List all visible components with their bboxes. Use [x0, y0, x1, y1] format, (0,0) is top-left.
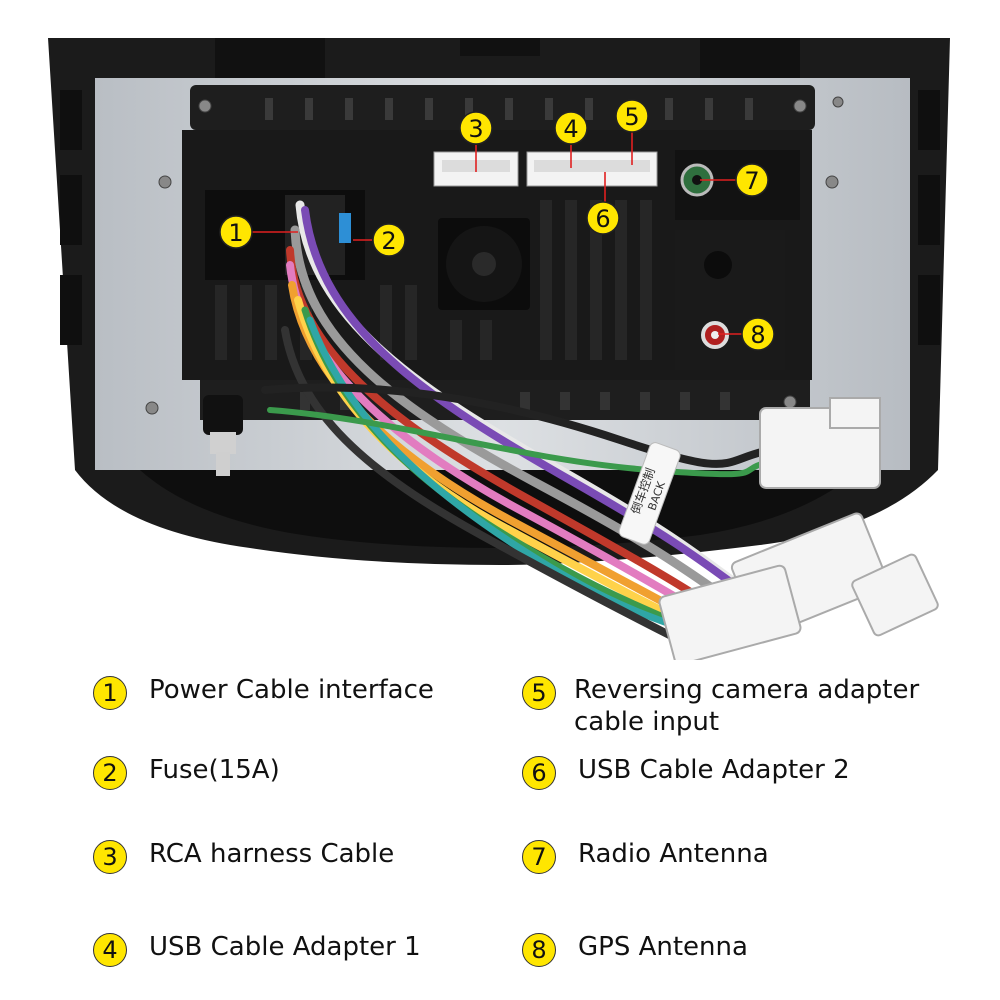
legend-number-badge: 1: [93, 676, 127, 710]
legend-item-6: 6 USB Cable Adapter 2: [522, 754, 942, 790]
callout-badge-7: 7: [735, 163, 769, 197]
fuse: [339, 213, 351, 243]
legend-number-badge: 5: [522, 676, 556, 710]
callout-number: 4: [563, 115, 578, 143]
bezel-lower-lip: [140, 470, 860, 548]
legend-label: Reversing camera adapter cable input: [574, 675, 920, 737]
legend-number-badge: 3: [93, 840, 127, 874]
callout-leaders: [252, 132, 742, 335]
callout-number: 7: [744, 167, 759, 195]
legend-label: GPS Antenna: [578, 932, 748, 962]
legend-item-4: 4 USB Cable Adapter 1: [93, 931, 473, 967]
harness-connectors: [658, 397, 939, 660]
wire-harness: [261, 200, 774, 652]
callout-number: 8: [750, 321, 765, 349]
callout-badge-5: 5: [615, 99, 649, 133]
legend-label: USB Cable Adapter 2: [578, 755, 850, 785]
callout-badge-6: 6: [586, 201, 620, 235]
legend-label: Fuse(15A): [149, 755, 280, 785]
legend-number-badge: 7: [522, 840, 556, 874]
callout-number: 2: [381, 227, 396, 255]
legend-item-1: 1 Power Cable interface: [93, 674, 473, 710]
legend-label: RCA harness Cable: [149, 839, 395, 869]
legend-item-8: 8 GPS Antenna: [522, 931, 942, 967]
legend-item-5: 5 Reversing camera adapter cable input: [522, 674, 942, 738]
legend-number-badge: 2: [93, 756, 127, 790]
legend-label: Radio Antenna: [578, 839, 769, 869]
callout-number: 1: [228, 219, 243, 247]
callout-badge-2: 2: [372, 223, 406, 257]
callout-number: 5: [624, 103, 639, 131]
legend-item-2: 2 Fuse(15A): [93, 754, 473, 790]
callout-badge-1: 1: [219, 215, 253, 249]
legend-item-3: 3 RCA harness Cable: [93, 838, 473, 874]
callout-number: 6: [595, 205, 610, 233]
legend-label: USB Cable Adapter 1: [149, 932, 421, 962]
callout-badge-8: 8: [741, 317, 775, 351]
usb-socket: [526, 151, 658, 187]
gps-antenna-jack: [701, 321, 729, 349]
legend-number-badge: 4: [93, 933, 127, 967]
legend-number-badge: 8: [522, 933, 556, 967]
callout-number: 3: [468, 115, 483, 143]
legend-item-7: 7 Radio Antenna: [522, 838, 942, 874]
head-unit-chassis: [182, 85, 815, 420]
photo-callouts: 1 2 3 4 5 6 7 8: [219, 99, 775, 351]
callout-badge-4: 4: [554, 111, 588, 145]
rca-plug: [203, 395, 243, 476]
legend-label: Power Cable interface: [149, 675, 434, 705]
callout-badge-3: 3: [459, 111, 493, 145]
legend-number-badge: 6: [522, 756, 556, 790]
